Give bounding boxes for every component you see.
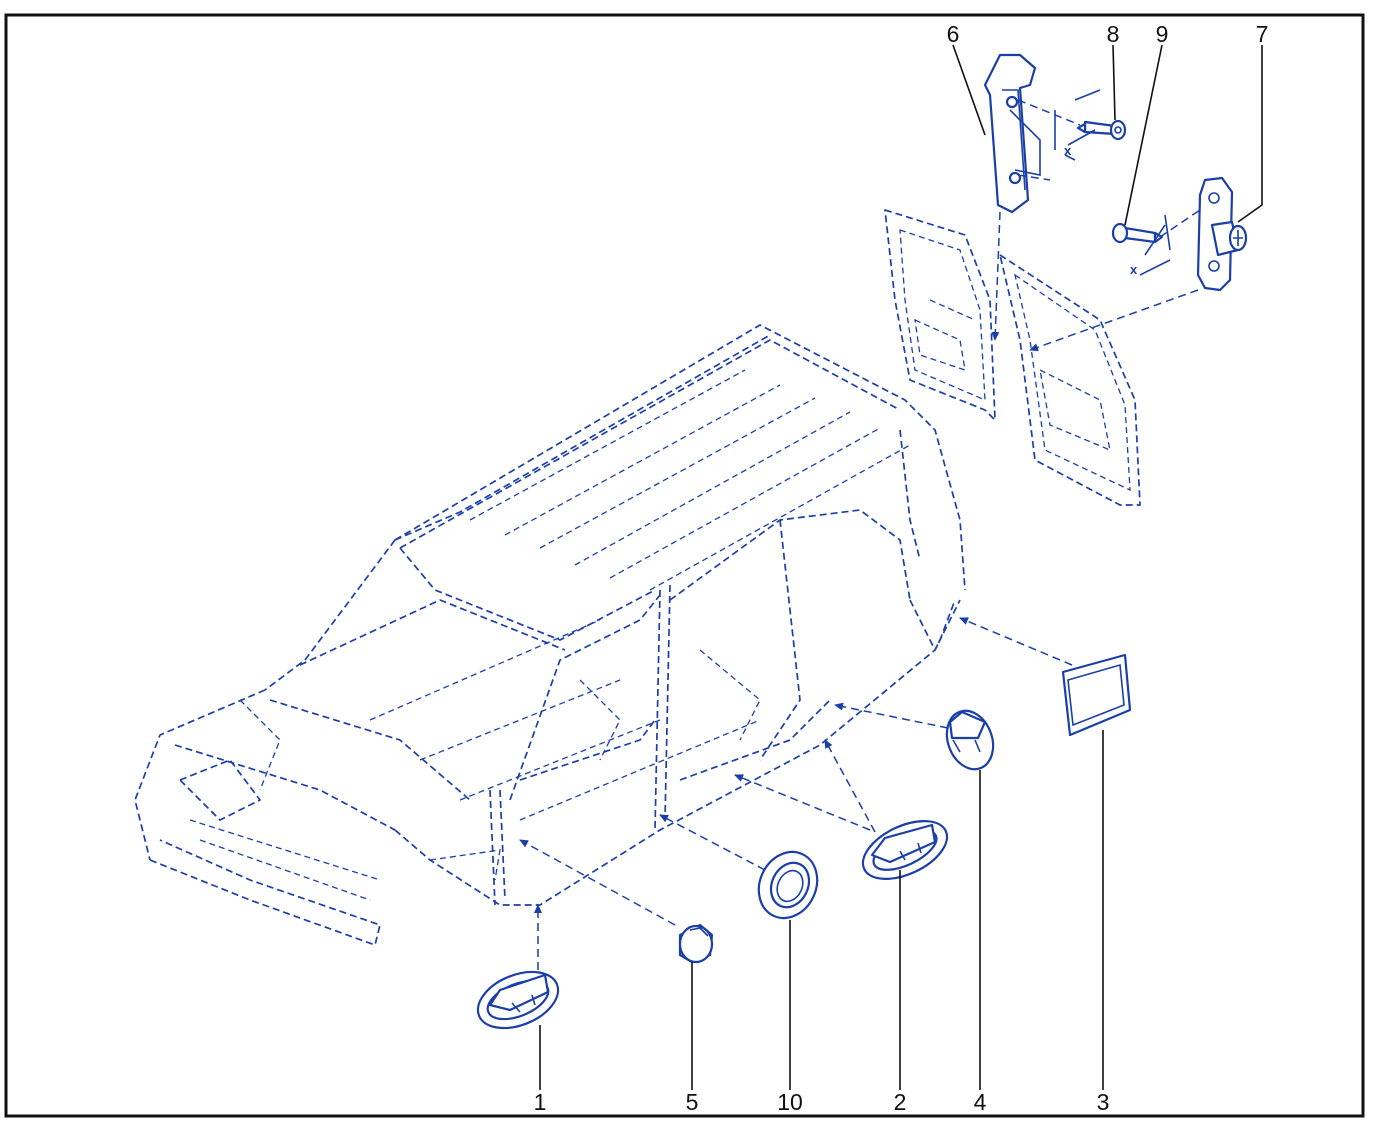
screw-8-length-dimension (1054, 89, 1101, 161)
screw-8-dimension-label: x (1064, 143, 1072, 158)
callout-4: 4 (974, 1089, 987, 1115)
rear-door-right-wireframe (999, 254, 1141, 506)
part-7-door-striker (1196, 176, 1248, 292)
part-10-grommet (757, 850, 819, 920)
part-3-square-plug (1061, 653, 1132, 737)
callout-6: 6 (947, 21, 960, 47)
part-4-cap (945, 709, 995, 771)
callout-2: 2 (894, 1089, 907, 1115)
vehicle-body-wireframe (134, 324, 966, 946)
callout-10: 10 (777, 1089, 803, 1115)
part-6-hinge-bracket (983, 53, 1041, 214)
screw-9-dimension-label: x (1130, 262, 1138, 277)
part-1-oval-plug (476, 970, 560, 1030)
screw-9-length-dimension (1139, 214, 1171, 276)
installation-guide-lines (519, 99, 1201, 970)
callout-1: 1 (534, 1089, 547, 1115)
callout-3: 3 (1097, 1089, 1110, 1115)
callout-5: 5 (686, 1089, 699, 1115)
part-9-screw (1111, 222, 1164, 244)
callout-9: 9 (1156, 21, 1169, 47)
callout-7: 7 (1256, 21, 1269, 47)
part-5-round-plug (678, 923, 714, 964)
rear-door-left-wireframe (884, 209, 996, 421)
part-2-oval-plug (861, 820, 949, 880)
callout-leader-lines (539, 44, 1263, 1090)
diagram-frame (4, 13, 1365, 1118)
callout-8: 8 (1107, 21, 1120, 47)
